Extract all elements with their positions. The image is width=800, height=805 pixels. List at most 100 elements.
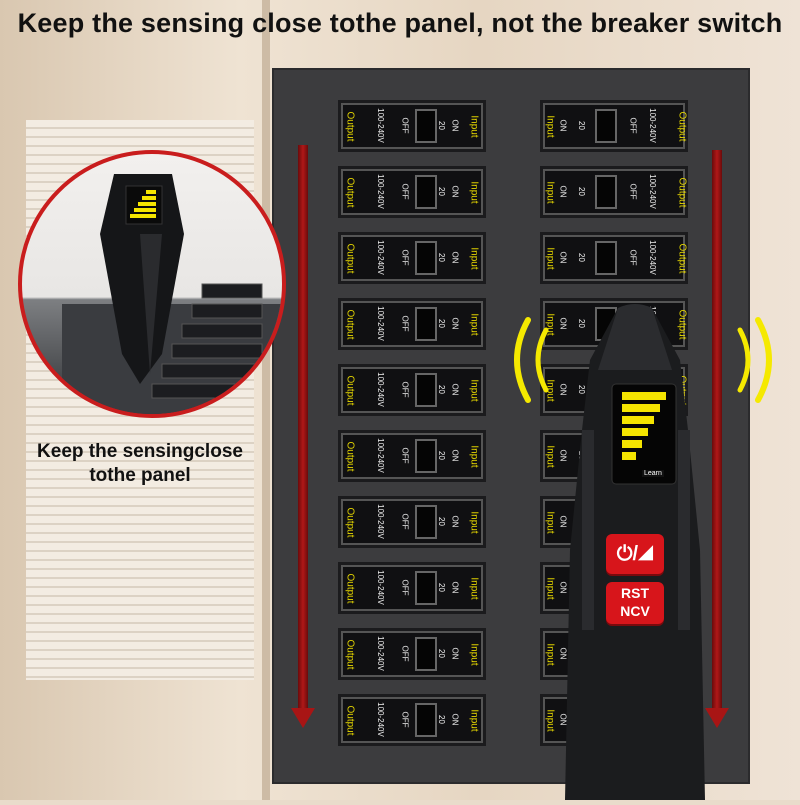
caption: Keep the sensingclose tothe panel	[20, 440, 260, 488]
breaker-label-input: Input	[544, 511, 556, 534]
circuit-breaker: Output 100-240V OFF 20 ON Input	[338, 496, 486, 548]
breaker-switch[interactable]	[595, 175, 617, 209]
breaker-label-input: Input	[544, 445, 556, 468]
breaker-label-input: Input	[544, 115, 556, 138]
breaker-label-input: Input	[544, 709, 556, 732]
breaker-switch[interactable]	[595, 241, 617, 275]
breaker-label-input: Input	[544, 643, 556, 666]
breaker-label-input: Input	[468, 379, 480, 402]
breaker-label-on: ON	[450, 185, 460, 198]
breaker-label-rating: 20	[436, 187, 446, 196]
left-down-arrow-shaft	[298, 145, 308, 710]
breaker-label-voltage: 100-240V	[647, 240, 657, 275]
breaker-label-voltage: 100-240V	[375, 174, 385, 209]
breaker-label-input: Input	[468, 643, 480, 666]
breaker-switch[interactable]	[415, 241, 437, 275]
breaker-label-off: OFF	[628, 117, 638, 134]
breaker-switch[interactable]	[415, 505, 437, 539]
breaker-label-off: OFF	[400, 513, 410, 530]
breaker-label-rating: 20	[436, 385, 446, 394]
breaker-label-input: Input	[468, 709, 480, 732]
breaker-switch[interactable]	[415, 109, 437, 143]
signal-level-bar	[622, 404, 660, 412]
breaker-label-on: ON	[450, 383, 460, 396]
zoom-tester-illustration	[62, 174, 282, 414]
power-flashlight-icon: ⏻/◢	[616, 543, 654, 565]
breaker-label-output: Output	[344, 177, 356, 208]
right-down-arrow-head	[705, 708, 729, 728]
breaker-label-output: Output	[344, 375, 356, 406]
breaker-label-on: ON	[450, 647, 460, 660]
breaker-label-rating: 20	[576, 187, 586, 196]
breaker-label-output: Output	[344, 573, 356, 604]
breaker-label-off: OFF	[400, 381, 410, 398]
breaker-switch[interactable]	[415, 571, 437, 605]
breaker-label-voltage: 100-240V	[375, 570, 385, 605]
breaker-label-input: Input	[544, 181, 556, 204]
breaker-label-output: Output	[676, 111, 688, 142]
signal-level-bar	[622, 416, 654, 424]
breaker-label-voltage: 100-240V	[375, 636, 385, 671]
breaker-switch[interactable]	[415, 439, 437, 473]
breaker-label-rating: 20	[436, 583, 446, 592]
breaker-label-output: Output	[344, 507, 356, 538]
caption-line-1: Keep the sensingclose	[37, 441, 243, 462]
breaker-label-off: OFF	[400, 117, 410, 134]
caption-line-2: tothe panel	[89, 464, 191, 486]
breaker-label-voltage: 100-240V	[375, 504, 385, 539]
breaker-label-voltage: 100-240V	[647, 174, 657, 209]
breaker-label-off: OFF	[400, 249, 410, 266]
voltage-tester: Learn ⏻/◢ RST NCV	[560, 300, 710, 800]
breaker-label-input: Input	[468, 115, 480, 138]
breaker-label-on: ON	[450, 581, 460, 594]
breaker-label-output: Output	[344, 111, 356, 142]
breaker-label-on: ON	[450, 317, 460, 330]
breaker-label-off: OFF	[400, 447, 410, 464]
breaker-label-voltage: 100-240V	[375, 108, 385, 143]
power-flashlight-button[interactable]: ⏻/◢	[606, 534, 664, 574]
breaker-switch[interactable]	[415, 703, 437, 737]
right-down-arrow-shaft	[712, 150, 722, 710]
breaker-switch[interactable]	[415, 373, 437, 407]
breaker-label-output: Output	[344, 243, 356, 274]
signal-wave-icon	[514, 317, 772, 403]
breaker-label-output: Output	[676, 243, 688, 274]
headline: Keep the sensing close tothe panel, not …	[17, 8, 783, 38]
breaker-switch[interactable]	[415, 175, 437, 209]
breaker-label-on: ON	[450, 713, 460, 726]
breaker-switch[interactable]	[415, 637, 437, 671]
signal-level-bar	[622, 452, 636, 460]
breaker-label-on: ON	[450, 515, 460, 528]
breaker-label-off: OFF	[400, 645, 410, 662]
breaker-label-on: ON	[558, 251, 568, 264]
display-label: Learn	[642, 470, 664, 477]
breaker-label-voltage: 100-240V	[375, 438, 385, 473]
breaker-label-input: Input	[544, 247, 556, 270]
breaker-label-rating: 20	[576, 253, 586, 262]
breaker-label-off: OFF	[400, 579, 410, 596]
breaker-label-input: Input	[468, 511, 480, 534]
breaker-label-input: Input	[468, 313, 480, 336]
breaker-label-on: ON	[558, 185, 568, 198]
breaker-label-input: Input	[544, 577, 556, 600]
breaker-label-voltage: 100-240V	[375, 306, 385, 341]
circuit-breaker: Output 100-240V OFF 20 ON Input	[338, 562, 486, 614]
breaker-label-rating: 20	[436, 319, 446, 328]
zoom-circle	[18, 150, 286, 418]
breaker-switch[interactable]	[595, 109, 617, 143]
left-down-arrow-head	[291, 708, 315, 728]
breaker-label-input: Input	[468, 577, 480, 600]
rst-ncv-button[interactable]: RST NCV	[606, 582, 664, 624]
breaker-label-rating: 20	[436, 517, 446, 526]
breaker-switch[interactable]	[415, 307, 437, 341]
signal-level-bar	[622, 392, 666, 400]
